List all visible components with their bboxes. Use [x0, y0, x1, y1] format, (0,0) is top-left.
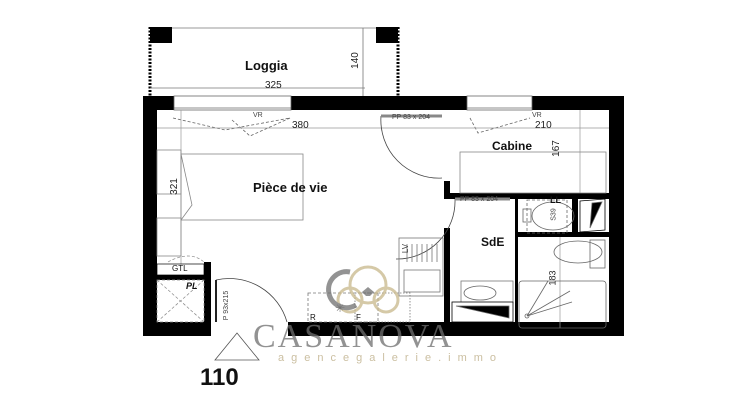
label-ll-size: S39	[550, 208, 558, 221]
label-cooktop: F	[356, 313, 361, 322]
bathroom-fixtures	[451, 198, 607, 329]
windows	[172, 95, 533, 137]
label-door-cabine: PP 83 x 204	[392, 114, 431, 121]
north-triangle-icon	[214, 332, 260, 361]
dim-cabine-width: 210	[535, 120, 552, 131]
label-entry-door: P 93x215	[223, 290, 231, 321]
bed	[156, 149, 304, 257]
gtl-pl-closet	[156, 255, 205, 323]
room-label-sde: SdE	[481, 235, 505, 249]
watermark-brand: CASANOVA	[253, 318, 454, 355]
dim-piece-depth: 321	[168, 178, 180, 195]
label-fridge: R	[310, 313, 316, 322]
loggia-area	[148, 27, 400, 96]
dim-piece-width: 380	[292, 120, 309, 131]
label-pl: PL	[186, 281, 198, 291]
casanova-logo-icon	[326, 265, 400, 314]
label-lv: LV	[401, 243, 411, 254]
dim-sde-depth: 183	[547, 270, 558, 286]
doors	[215, 114, 510, 323]
cabine-closet	[459, 151, 607, 194]
lot-number: 110	[200, 364, 239, 391]
dim-loggia-depth: 140	[349, 52, 361, 69]
label-vr-right: VR	[532, 112, 542, 119]
label-ll: LL	[550, 195, 561, 205]
room-label-loggia: Loggia	[245, 58, 288, 73]
kitchen: ✳	[307, 237, 444, 323]
label-gtl: GTL	[172, 264, 188, 273]
dim-cabine-depth: 167	[550, 140, 562, 157]
dim-loggia-width: 325	[265, 80, 282, 91]
walls	[143, 96, 624, 336]
watermark-website: agencegalerie.immo	[278, 352, 504, 364]
room-label-cabine: Cabine	[492, 139, 533, 153]
room-label-piece-de-vie: Pièce de vie	[253, 180, 328, 195]
label-vr-left: VR	[253, 112, 263, 119]
label-door-sde: PP 83 x 204	[460, 196, 499, 203]
